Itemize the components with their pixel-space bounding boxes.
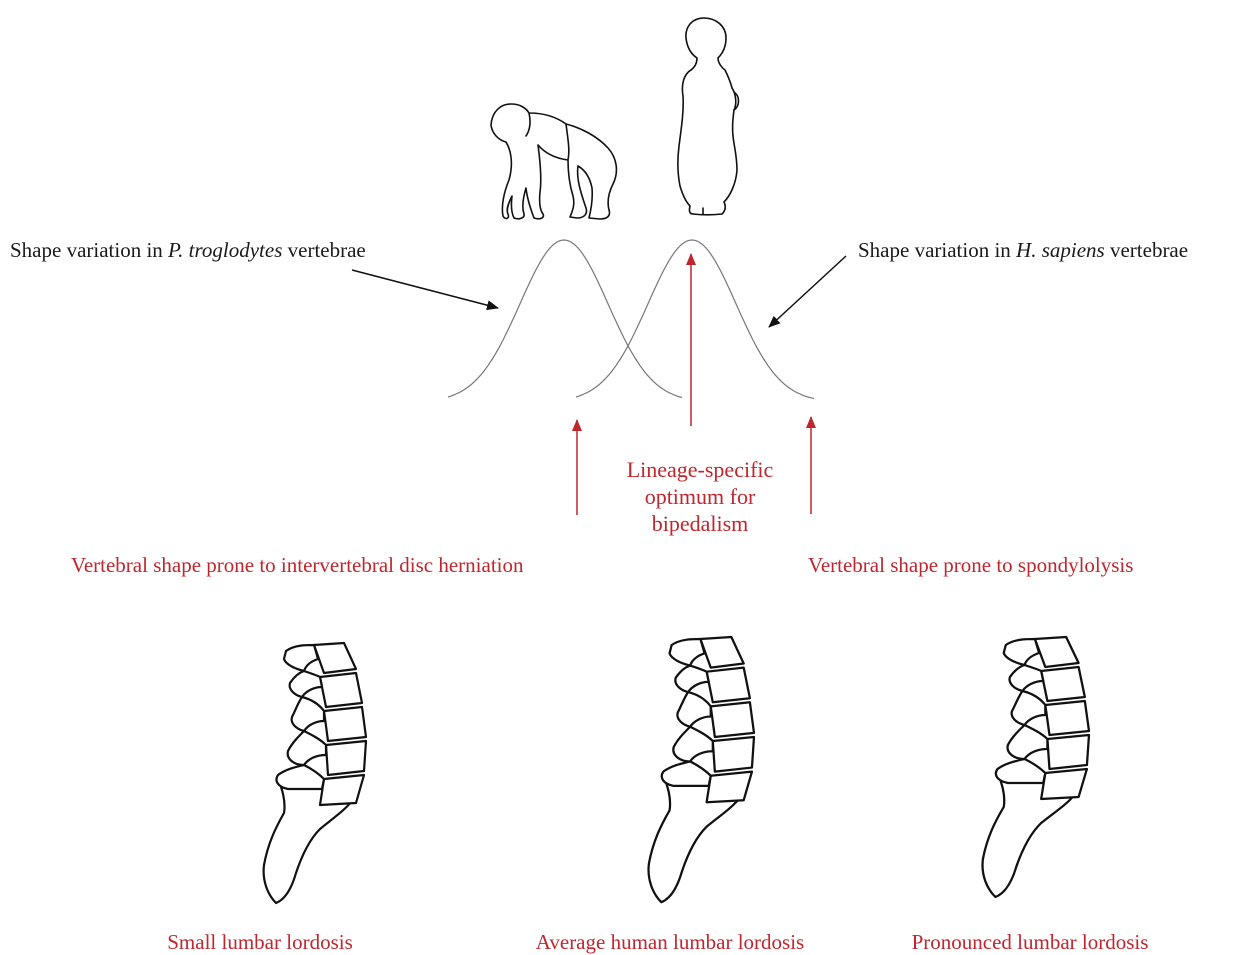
human-variation-label: Shape variation in H. sapiens vertebrae	[858, 237, 1188, 263]
average-lordosis-caption: Average human lumbar lordosis	[500, 929, 840, 955]
herniation-label: Vertebral shape prone to intervertebral …	[71, 552, 523, 578]
spondylolysis-label: Vertebral shape prone to spondylolysis	[808, 552, 1133, 578]
chimp-distribution-curve	[448, 240, 682, 398]
spine-average-lordosis-icon	[649, 637, 754, 902]
chimp-variation-label: Shape variation in P. troglodytes verteb…	[10, 237, 366, 263]
human-silhouette-icon	[678, 18, 739, 215]
chimpanzee-silhouette-icon	[491, 104, 616, 219]
optimum-label: Lineage-specific optimum for bipedalism	[600, 456, 800, 537]
small-lordosis-caption: Small lumbar lordosis	[130, 929, 390, 955]
pronounced-lordosis-caption: Pronounced lumbar lordosis	[880, 929, 1180, 955]
chimp-pointer-arrow	[352, 270, 498, 308]
human-pointer-arrow	[769, 256, 846, 327]
spine-small-lordosis-icon	[264, 643, 366, 903]
spine-pronounced-lordosis-icon	[983, 637, 1089, 897]
